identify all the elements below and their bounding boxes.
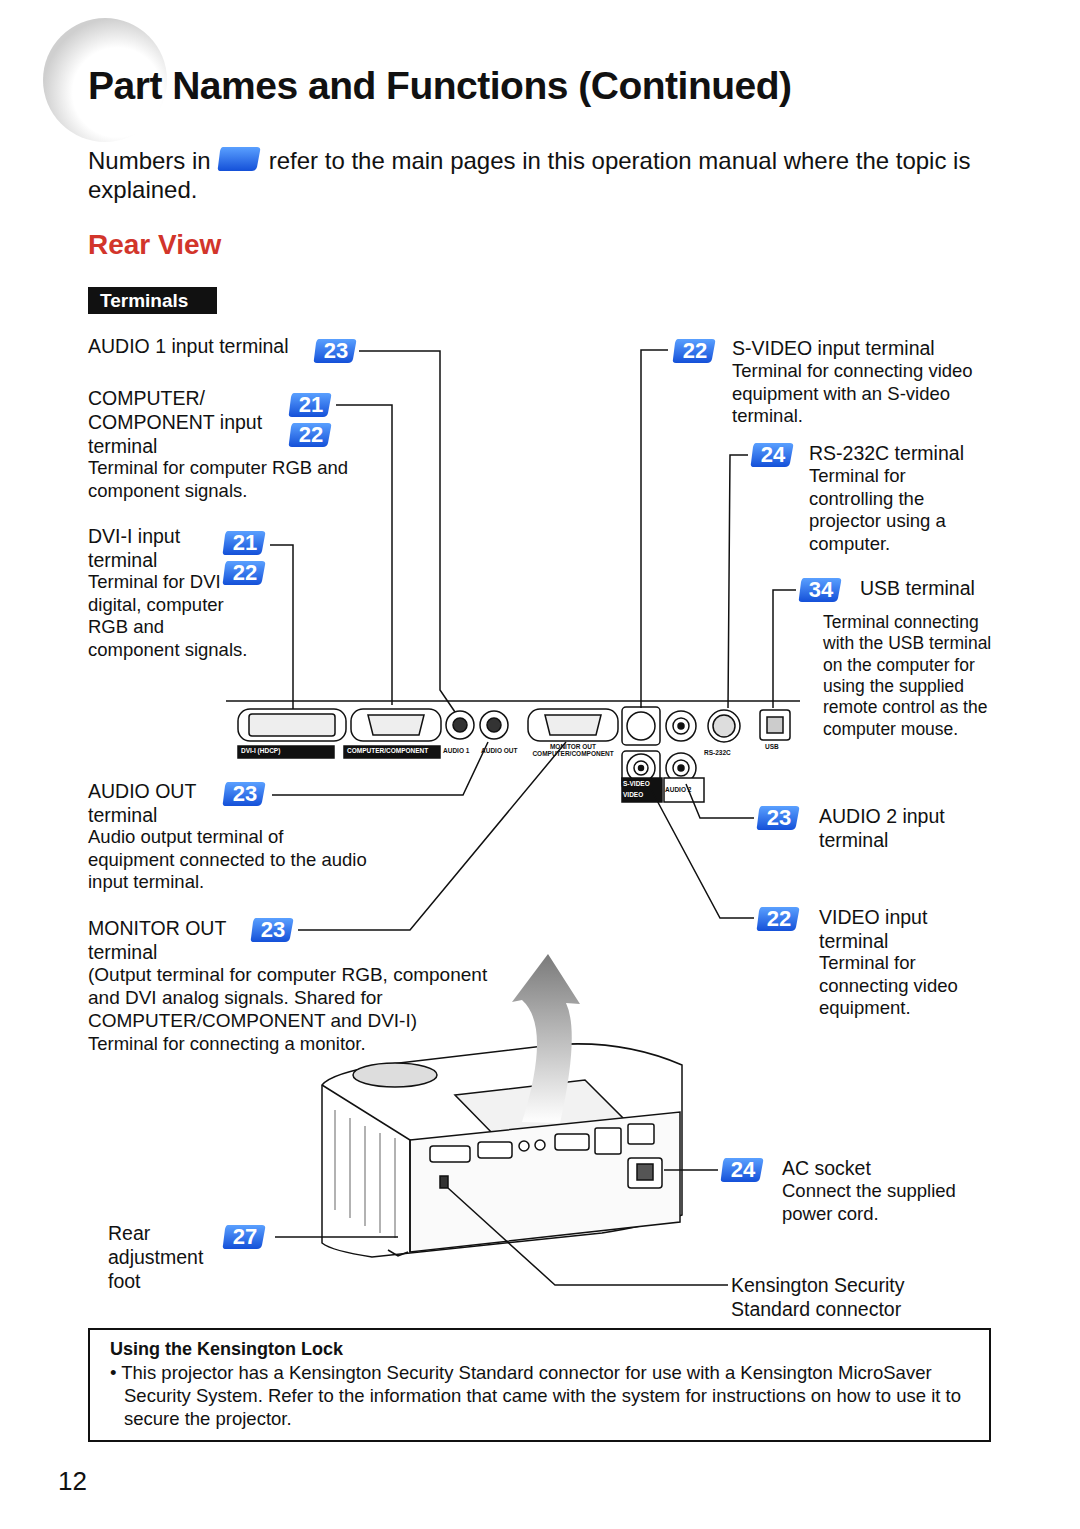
note-heading: Using the Kensington Lock [110, 1338, 973, 1361]
inline-badge [217, 146, 263, 172]
port-label: S-VIDEO [623, 780, 661, 787]
leader-line [298, 742, 566, 930]
callout-text: 22 [683, 338, 707, 364]
note-box: Using the Kensington Lock• This projecto… [88, 1328, 991, 1442]
leader-line [275, 1236, 398, 1238]
rear-panel [226, 701, 800, 802]
note-body: • This projector has a Kensington Securi… [110, 1361, 973, 1430]
part-label: S-VIDEO input terminal [732, 337, 992, 361]
callout-text: 21 [299, 392, 323, 418]
part-label: MONITOR OUT terminal [88, 917, 238, 965]
leader-line [272, 742, 488, 795]
section-heading: Rear View [88, 228, 388, 262]
part-label: AUDIO 2 input terminal [819, 805, 949, 853]
page-title: Part Names and Functions (Continued) [88, 62, 792, 110]
callout-text: 23 [324, 338, 348, 364]
part-label: VIDEO input terminal [819, 906, 959, 954]
callout-text: 22 [767, 906, 791, 932]
leader-line [448, 1188, 728, 1285]
callout-text: 27 [233, 1224, 257, 1250]
callout-number: 23 [250, 917, 296, 943]
page-number: 12 [58, 1466, 118, 1498]
callout-number: 21 [288, 392, 334, 418]
lift-arrow [512, 954, 580, 1123]
callout-number: 23 [222, 781, 268, 807]
part-label: AUDIO OUT terminal [88, 780, 208, 828]
port-label: AUDIO 2 [665, 786, 703, 793]
callout-number: 23 [313, 338, 359, 364]
callout-text: 24 [731, 1157, 755, 1183]
port-label: COMPUTER/COMPONENT [347, 747, 439, 754]
callout-text: 23 [233, 781, 257, 807]
leader-line [336, 405, 392, 705]
part-label: Terminal for controlling the projector u… [809, 465, 979, 555]
callout-text: 24 [761, 442, 785, 468]
callout-text: 23 [767, 805, 791, 831]
port-label: VIDEO [623, 791, 661, 798]
leader-line [773, 590, 796, 708]
section-tab: Terminals [88, 287, 217, 314]
part-label: Terminal connecting with the USB termina… [823, 612, 1003, 740]
callout-number: 22 [672, 338, 718, 364]
leader-line [270, 545, 293, 709]
part-label: Rear adjustment foot [108, 1222, 228, 1293]
callout-number: 22 [288, 422, 334, 448]
part-label: Terminal for connecting video equipment. [819, 952, 979, 1020]
callout-text: 22 [233, 560, 257, 586]
callout-text: 34 [809, 577, 833, 603]
leader-line [641, 350, 668, 708]
callout-number: 24 [750, 442, 796, 468]
part-label: (Output terminal for computer RGB, compo… [88, 963, 498, 1033]
callout-number: 22 [222, 560, 268, 586]
part-label: Kensington Security Standard connector [731, 1274, 931, 1322]
leader-line [646, 780, 754, 918]
callout-number: 21 [222, 530, 268, 556]
callout-number: 34 [798, 577, 844, 603]
leader-line [664, 1169, 718, 1171]
callout-number: 23 [756, 805, 802, 831]
callout-number: 27 [222, 1224, 268, 1250]
port-label: DVI-I (HDCP) [241, 747, 333, 754]
part-label: DVI-I input terminal [88, 525, 198, 573]
port-label: RS-232C [704, 749, 744, 756]
part-label: RS-232C terminal [809, 442, 989, 466]
port-label: AUDIO OUT [481, 747, 525, 754]
leader-line [686, 784, 754, 818]
port-label: MONITOR OUT COMPUTER/COMPONENT [528, 743, 618, 757]
part-label: Terminal for computer RGB and component … [88, 457, 358, 502]
callout-text: 21 [233, 530, 257, 556]
part-label: Terminal for connecting a monitor. [88, 1033, 488, 1056]
callout-text: 22 [299, 422, 323, 448]
port-label: AUDIO 1 [443, 747, 479, 754]
part-label: AC socket [782, 1157, 982, 1181]
callout-text: 23 [261, 917, 285, 943]
part-label: COMPUTER/ COMPONENT input terminal [88, 387, 288, 458]
part-label: USB terminal [860, 577, 1000, 601]
callout-number: 24 [720, 1157, 766, 1183]
projector-body [322, 1044, 682, 1257]
leader-lines [270, 350, 796, 1285]
part-label: AUDIO 1 input terminal [88, 335, 318, 359]
part-label: Audio output terminal of equipment conne… [88, 826, 368, 894]
callout-number: 22 [756, 906, 802, 932]
intro-text: Numbers in [88, 147, 211, 174]
part-label: Terminal for connecting video equipment … [732, 360, 982, 428]
intro-paragraph: Numbers inrefer to the main pages in thi… [88, 146, 1008, 205]
port-label: USB [765, 743, 795, 750]
tab-label: Terminals [100, 290, 188, 311]
part-label: Connect the supplied power cord. [782, 1180, 992, 1225]
leader-line [728, 455, 748, 708]
